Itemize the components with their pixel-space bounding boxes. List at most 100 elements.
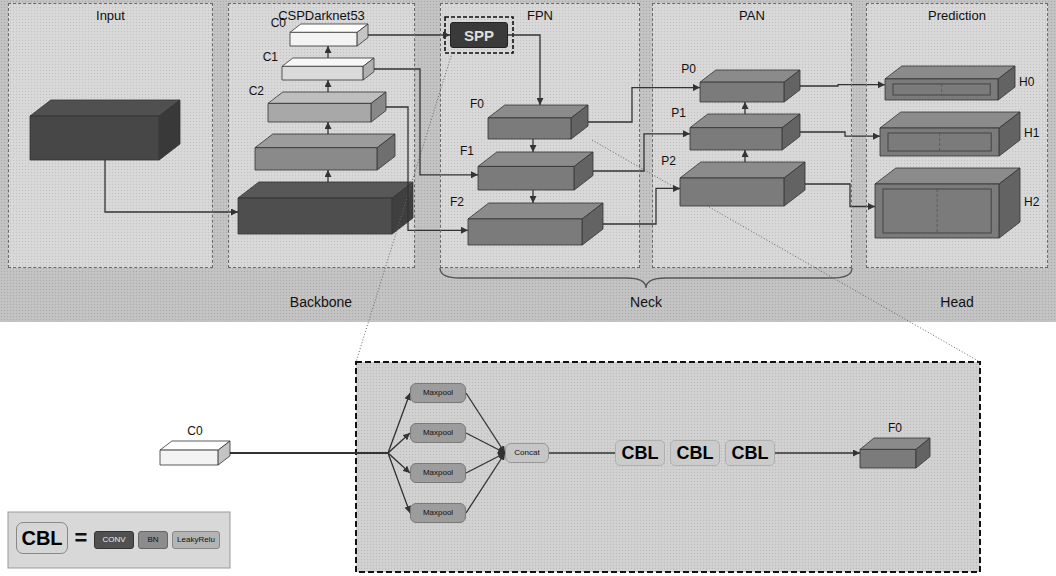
flow-arrow (386, 107, 468, 230)
map-label: H0 (1019, 75, 1034, 89)
module-box: Maxpool (410, 383, 466, 403)
slab-side (782, 114, 800, 150)
map-label: F2 (450, 195, 464, 209)
slab-side (371, 92, 386, 122)
slab-top (30, 100, 180, 116)
slab-shape (478, 152, 593, 190)
slab-front (238, 198, 392, 234)
feature-map: C2 (268, 92, 386, 122)
slab-shape (860, 438, 930, 468)
flow-arrow (603, 188, 680, 224)
slab-grid (883, 189, 991, 233)
module-box: Maxpool (410, 503, 466, 523)
feature-map-shape (160, 441, 230, 465)
module-name: Concat (514, 449, 539, 457)
slab-front (875, 184, 999, 238)
feature-map-shape (478, 152, 593, 190)
module-name: CBL (732, 444, 769, 462)
feature-map: C0 (160, 441, 230, 465)
module-name: SPP (464, 28, 494, 43)
slab-top (290, 24, 368, 32)
flow-arrow (466, 393, 505, 453)
slab-side (363, 58, 374, 80)
module-box: SPP (450, 22, 508, 48)
slab-shape (255, 134, 395, 170)
legend-frame (8, 512, 230, 568)
module-box: CBL (725, 440, 775, 466)
module-name: Maxpool (423, 429, 453, 437)
flow-arrow (327, 80, 328, 92)
feature-map-shape (700, 70, 800, 102)
slab-front (880, 128, 999, 156)
feature-map: C1 (282, 58, 374, 80)
flow-arrow (532, 190, 533, 203)
slab-top (468, 203, 603, 219)
module-name: Maxpool (423, 469, 453, 477)
section-label: Head (940, 294, 973, 310)
slab-side (571, 105, 588, 139)
slab-shape (290, 24, 368, 46)
feature-map-shape (860, 438, 930, 468)
feature-map-shape (885, 66, 1015, 100)
slab-side (357, 24, 368, 46)
slab-front (488, 118, 571, 139)
flow-arrow (230, 453, 410, 513)
panel-fill (866, 3, 1048, 268)
slab-top (282, 58, 374, 66)
slab-top (488, 105, 588, 118)
feature-map-shape (282, 58, 374, 80)
module-name: Maxpool (423, 509, 453, 517)
feature-map: F0 (860, 438, 930, 468)
slab-grid (888, 133, 991, 151)
slab-shape (700, 70, 800, 102)
flow-arrow (508, 35, 540, 105)
module-box: BN (138, 531, 168, 549)
flow-arrow (532, 139, 533, 152)
flow-arrow (800, 132, 880, 136)
slab-front (282, 66, 363, 80)
slab-shape (238, 182, 413, 234)
feature-map-shape (690, 114, 800, 150)
map-label: C0 (271, 16, 286, 30)
feature-map: F1 (478, 152, 593, 190)
top-band (0, 0, 1056, 322)
module-name: CBL (622, 444, 659, 462)
flow-arrow (744, 150, 745, 162)
slab-side (999, 168, 1020, 238)
module-box: Maxpool (410, 423, 466, 443)
slab-top (885, 66, 1015, 79)
stage-panel: Input (8, 3, 213, 268)
flow-arrow (744, 102, 745, 114)
panel-title: PAN (653, 8, 851, 23)
module-box: CBL (16, 522, 68, 554)
flow-arrow (230, 453, 410, 473)
slab-shape (160, 441, 230, 465)
slab-front (690, 128, 782, 150)
slab-front (680, 178, 784, 206)
module-box: LeakyRelu (172, 531, 220, 549)
stage-panel: FPNSPPF0F1F2 (440, 3, 640, 268)
slab-side (582, 203, 603, 245)
panel-title: FPN (441, 8, 639, 23)
flow-arrow (368, 34, 450, 35)
slab-side (218, 441, 230, 465)
slab-front (290, 32, 357, 46)
feature-map: P1 (690, 114, 800, 150)
module-box: Concat (505, 443, 549, 463)
feature-map: P2 (680, 162, 805, 206)
section-label: Neck (630, 294, 662, 310)
flow-arrow (230, 393, 410, 453)
flow-arrow (593, 134, 690, 171)
flow-arrow (805, 184, 875, 207)
feature-map: H0 (885, 66, 1015, 100)
panel-fill (8, 3, 213, 268)
slab-front (160, 450, 218, 465)
module-name: LeakyRelu (177, 536, 215, 544)
map-label: H2 (1024, 195, 1039, 209)
slab-side (784, 70, 800, 102)
slab-shape (875, 168, 1020, 238)
feature-map-shape (880, 112, 1020, 156)
flow-arrow (327, 46, 328, 58)
module-box: Maxpool (410, 463, 466, 483)
